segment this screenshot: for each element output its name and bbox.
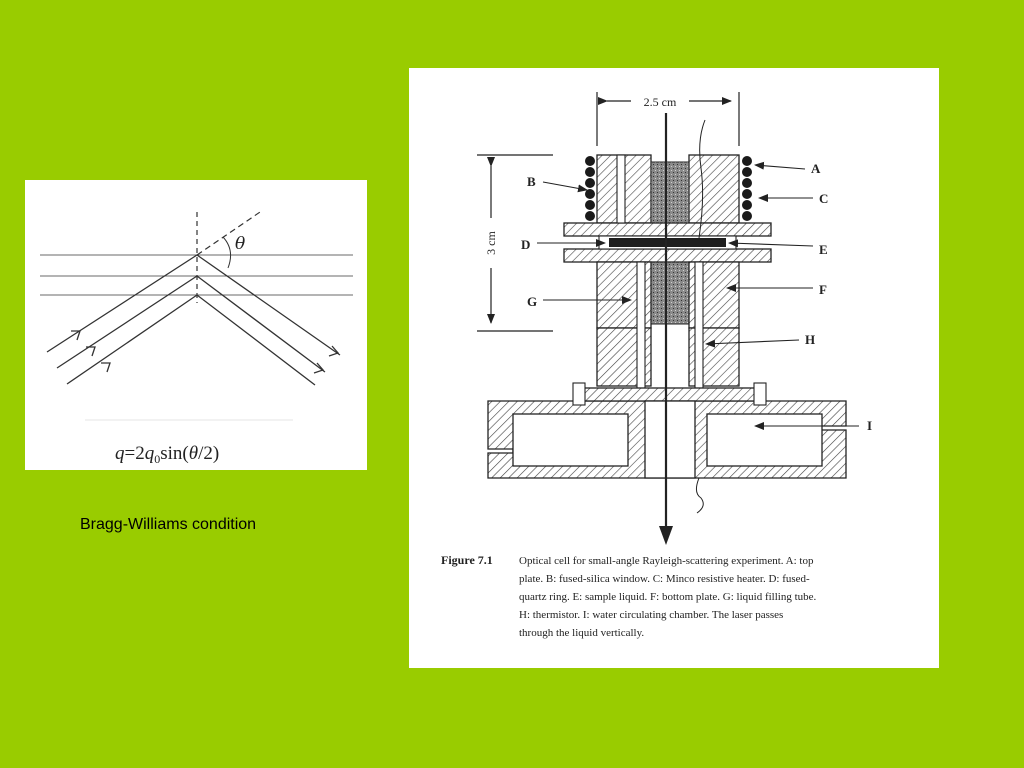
optical-cell-diagram: 2.5 cm 3 cm bbox=[441, 92, 872, 639]
top-wire bbox=[698, 119, 706, 239]
reflected-arrow-1 bbox=[328, 345, 340, 357]
slide-caption: Bragg-Williams condition bbox=[80, 516, 257, 533]
incident-arrow-1 bbox=[71, 330, 81, 341]
label-H: H bbox=[805, 332, 815, 347]
heater-coils bbox=[585, 156, 752, 221]
figure-caption-line: quartz ring. E: sample liquid. F: bottom… bbox=[519, 591, 817, 603]
angle-reference-line bbox=[196, 209, 264, 256]
figure-caption-title: Figure 7.1 bbox=[441, 553, 493, 567]
ray-1 bbox=[46, 254, 341, 356]
incident-arrow-2 bbox=[86, 346, 96, 357]
label-F: F bbox=[819, 282, 827, 297]
optical-cell-panel: 2.5 cm 3 cm bbox=[409, 68, 939, 668]
bottom-wire bbox=[695, 477, 704, 514]
laser-arrowhead bbox=[659, 526, 673, 545]
bragg-diagram: θ q=2q0sin(θ/2) bbox=[40, 209, 353, 466]
upper-flange bbox=[563, 222, 772, 237]
reflected-arrow-2 bbox=[313, 362, 325, 374]
label-I: I bbox=[867, 418, 872, 433]
angle-theta-label: θ bbox=[235, 234, 245, 254]
figure-caption-line: H: thermistor. I: water circulating cham… bbox=[519, 609, 783, 621]
label-G: G bbox=[527, 294, 537, 309]
bragg-formula: q=2q0sin(θ/2) bbox=[115, 443, 219, 466]
label-C: C bbox=[819, 191, 828, 206]
leader-B bbox=[542, 181, 588, 193]
figure-caption-line: Optical cell for small-angle Rayleigh-sc… bbox=[519, 555, 814, 567]
lower-flange bbox=[563, 248, 772, 263]
figure-caption: Optical cell for small-angle Rayleigh-sc… bbox=[519, 555, 817, 639]
height-dimension-label: 3 cm bbox=[484, 231, 498, 255]
width-dimension-label: 2.5 cm bbox=[644, 95, 677, 109]
angle-arc bbox=[222, 236, 232, 269]
base-screws bbox=[572, 382, 767, 406]
label-E: E bbox=[819, 242, 828, 257]
leader-H bbox=[705, 339, 800, 348]
bragg-diagram-panel: θ q=2q0sin(θ/2) bbox=[25, 180, 367, 470]
sample-liquid bbox=[609, 238, 726, 247]
label-D: D bbox=[521, 237, 530, 252]
leader-E bbox=[728, 239, 814, 248]
label-B: B bbox=[527, 174, 536, 189]
ray-2 bbox=[56, 275, 326, 373]
leader-A bbox=[754, 161, 806, 170]
figure-caption-line: plate. B: fused-silica window. C: Minco … bbox=[519, 573, 810, 585]
width-dimension bbox=[596, 92, 740, 146]
ray-3 bbox=[66, 294, 316, 386]
height-dimension bbox=[477, 154, 553, 332]
figure-caption-line: through the liquid vertically. bbox=[519, 627, 644, 639]
incident-arrow-3 bbox=[101, 362, 111, 373]
label-A: A bbox=[811, 161, 821, 176]
